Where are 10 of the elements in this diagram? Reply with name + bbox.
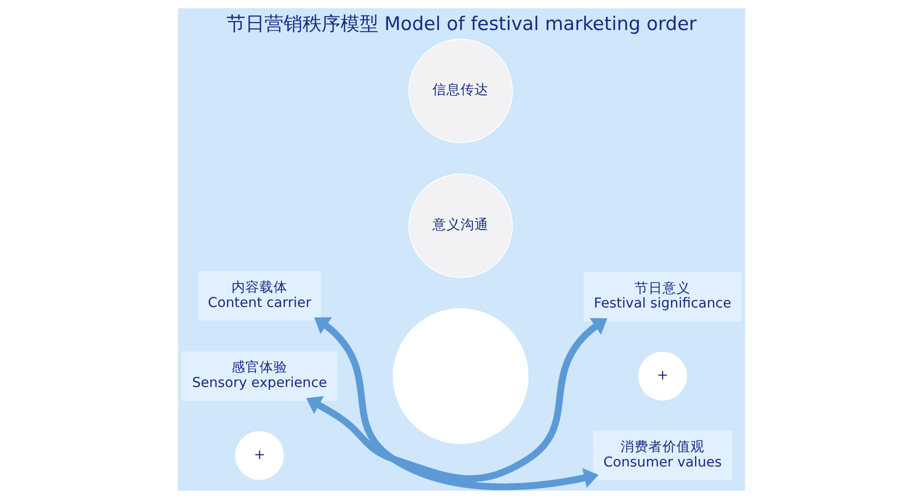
diagram-title: 节日营销秩序模型 Model of festival marketing order bbox=[226, 14, 696, 36]
node-circle: + bbox=[234, 431, 284, 480]
node-box: 节日意义 Festival significance bbox=[583, 272, 742, 322]
node-box: 内容载体 Content carrier bbox=[198, 271, 321, 321]
node-circle: 信息传达 bbox=[408, 38, 512, 144]
node-box: 感官体验 Sensory experience bbox=[180, 351, 338, 401]
node-circle bbox=[392, 308, 528, 444]
node-circle: + bbox=[638, 352, 686, 401]
node-circle: 意义沟通 bbox=[408, 174, 512, 278]
node-box: 消费者价值观 Consumer values bbox=[592, 430, 732, 480]
